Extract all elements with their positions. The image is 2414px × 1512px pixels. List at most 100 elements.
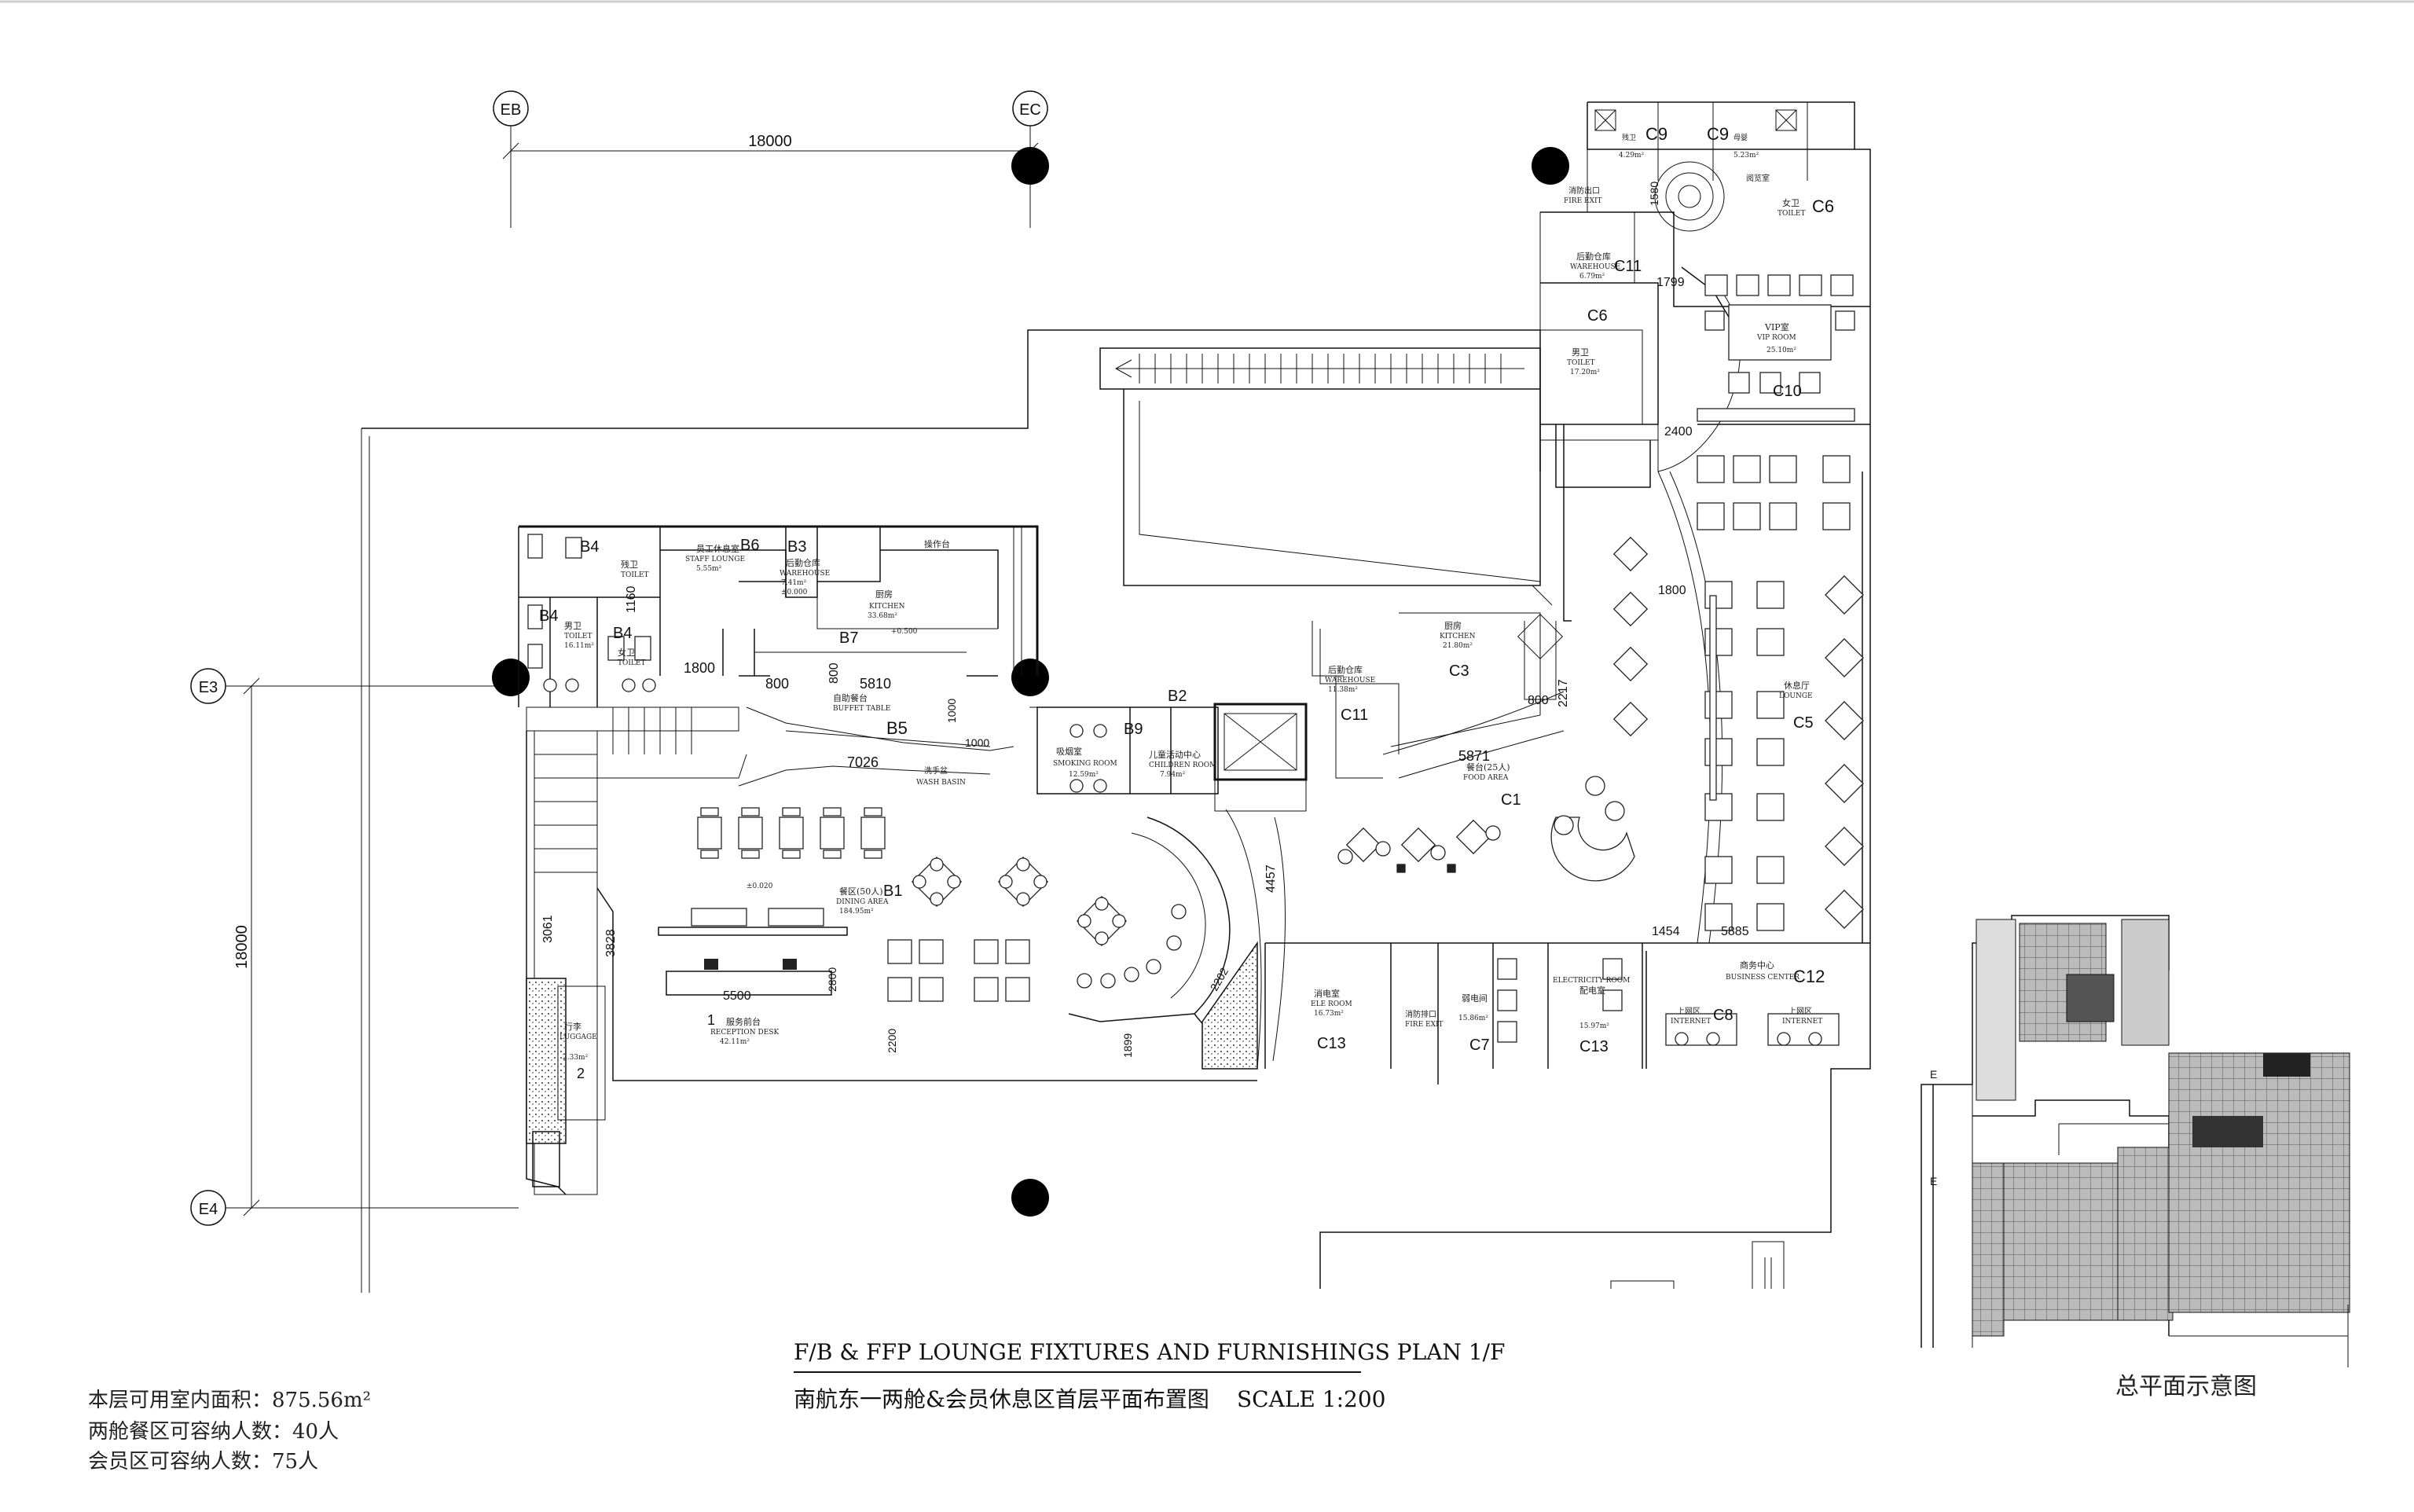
- room-tag-c9: C9: [1707, 124, 1729, 144]
- svg-text:2400: 2400: [1664, 425, 1693, 439]
- drawing-title-en: F/B & FFP LOUNGE FIXTURES AND FURNISHING…: [794, 1339, 1506, 1365]
- column-marker: [1532, 147, 1569, 185]
- svg-text:消电室: 消电室: [1314, 988, 1340, 999]
- svg-text:BUSINESS CENTER: BUSINESS CENTER: [1726, 974, 1799, 982]
- svg-text:42.11m²: 42.11m²: [720, 1038, 750, 1046]
- area-notes: 本层可用室内面积：875.56m² 两舱餐区可容纳人数：40人 会员区可容纳人数…: [88, 1389, 371, 1473]
- svg-text:母婴: 母婴: [1733, 134, 1748, 142]
- svg-text:残卫: 残卫: [1622, 133, 1636, 142]
- room-tag-b4: B4: [580, 538, 599, 556]
- room-tag-c11: C11: [1614, 258, 1642, 275]
- room-tag-c3: C3: [1449, 662, 1469, 680]
- svg-text:1799: 1799: [1656, 276, 1685, 289]
- svg-text:KITCHEN: KITCHEN: [869, 603, 905, 611]
- svg-text:6.79m²: 6.79m²: [1579, 273, 1605, 281]
- svg-text:餐台(25人): 餐台(25人): [1466, 762, 1510, 773]
- svg-text:TOILET: TOILET: [621, 571, 649, 579]
- svg-text:DINING AREA: DINING AREA: [836, 898, 889, 906]
- grid-label-e3: E3: [199, 679, 218, 696]
- svg-text:上网区: 上网区: [1788, 1007, 1812, 1016]
- svg-text:2217: 2217: [1557, 679, 1570, 707]
- svg-text:WAREHOUSE: WAREHOUSE: [1570, 263, 1620, 271]
- svg-text:7.41m²: 7.41m²: [781, 579, 807, 587]
- grid-label-ec: EC: [1019, 101, 1041, 119]
- room-tag-b1: B1: [883, 883, 902, 900]
- room-tag-b5: B5: [886, 718, 908, 738]
- svg-text:LOUNGE: LOUNGE: [1779, 692, 1813, 700]
- east-block-walls: [1264, 102, 1870, 1084]
- svg-text:后勤仓库: 后勤仓库: [1576, 251, 1611, 262]
- svg-text:5885: 5885: [1721, 925, 1749, 938]
- svg-text:餐区(50人): 餐区(50人): [839, 886, 883, 897]
- room-tag-b3: B3: [787, 538, 806, 556]
- grid-label-eb: EB: [501, 101, 522, 119]
- svg-text:WAREHOUSE: WAREHOUSE: [1325, 677, 1375, 684]
- svg-text:员工休息室: 员工休息室: [696, 543, 739, 554]
- svg-text:ELE ROOM: ELE ROOM: [1311, 1000, 1352, 1008]
- svg-text:11.38m²: 11.38m²: [1328, 686, 1358, 694]
- svg-text:洗手盆: 洗手盆: [924, 765, 948, 776]
- toilet-fixtures-b: [527, 534, 656, 692]
- key-plan-label: 总平面示意图: [2115, 1373, 2257, 1400]
- grid-span-left: 18000: [233, 925, 251, 969]
- dimension-labels: 1800 800 800 5810 7026 1000 1000 1160 22…: [541, 182, 1749, 1058]
- room-tag-b7: B7: [839, 629, 858, 647]
- svg-text:消防排口: 消防排口: [1405, 1009, 1436, 1019]
- column-marker: [492, 659, 530, 696]
- svg-text:4457: 4457: [1264, 864, 1278, 893]
- svg-text:TOILET: TOILET: [564, 633, 592, 640]
- room-tag-c7: C7: [1469, 1037, 1490, 1054]
- room-tag-c1: C1: [1501, 791, 1521, 809]
- svg-text:1160: 1160: [625, 585, 638, 613]
- room-tag-c13: C13: [1579, 1038, 1609, 1055]
- svg-text:7.94m²: 7.94m²: [1160, 771, 1186, 779]
- svg-text:残卫: 残卫: [621, 559, 638, 570]
- room-tag-luggage: 2: [577, 1066, 585, 1081]
- svg-text:FIRE EXIT: FIRE EXIT: [1564, 197, 1602, 205]
- svg-text:12.59m²: 12.59m²: [1069, 771, 1099, 779]
- svg-text:KITCHEN: KITCHEN: [1440, 633, 1476, 640]
- svg-text:1800: 1800: [684, 660, 715, 676]
- svg-text:吸烟室: 吸烟室: [1056, 746, 1082, 757]
- note-dining-capacity: 两舱餐区可容纳人数：40人: [88, 1420, 339, 1444]
- svg-text:休息厅: 休息厅: [1784, 680, 1810, 691]
- svg-text:5500: 5500: [723, 989, 751, 1003]
- svg-text:±0.020: ±0.020: [747, 883, 773, 890]
- east-labels: C9 残卫 4.29m² C9 母婴 5.23m² 消防出口 FIRE EXIT…: [1311, 124, 1834, 1055]
- svg-text:25.10m²: 25.10m²: [1766, 347, 1796, 354]
- svg-text:1899: 1899: [1121, 1033, 1134, 1058]
- building-outline: [361, 101, 1871, 1293]
- svg-text:INTERNET: INTERNET: [1671, 1018, 1711, 1026]
- svg-text:厨房: 厨房: [1444, 621, 1462, 631]
- svg-text:800: 800: [1528, 694, 1549, 707]
- svg-text:弱电间: 弱电间: [1462, 993, 1488, 1004]
- west-block-walls: [518, 525, 1257, 1195]
- svg-text:2200: 2200: [886, 1029, 898, 1053]
- room-tag-b4: B4: [539, 607, 558, 625]
- drawing-title-cn: 南航东一两舱&会员休息区首层平面布置图: [794, 1386, 1209, 1412]
- grid-axes: EB EC 18000 E3 E4 18000: [190, 90, 1569, 1226]
- svg-text:+0.500: +0.500: [891, 628, 918, 636]
- room-tag-c9: C9: [1645, 124, 1667, 144]
- svg-text:15.86m²: 15.86m²: [1458, 1015, 1488, 1022]
- svg-text:BUFFET TABLE: BUFFET TABLE: [833, 705, 890, 713]
- svg-text:女卫: 女卫: [618, 647, 635, 658]
- svg-text:5810: 5810: [860, 676, 891, 692]
- svg-text:RECEPTION DESK: RECEPTION DESK: [710, 1029, 779, 1037]
- svg-text:后勤仓库: 后勤仓库: [786, 557, 820, 568]
- svg-text:TOILET: TOILET: [1777, 210, 1806, 218]
- svg-text:1000: 1000: [945, 699, 958, 723]
- svg-text:184.95m²: 184.95m²: [839, 908, 874, 916]
- room-tag-c8: C8: [1713, 1007, 1733, 1024]
- svg-text:行李: 行李: [564, 1021, 581, 1032]
- svg-text:800: 800: [765, 676, 789, 692]
- svg-text:±0.000: ±0.000: [781, 589, 808, 596]
- svg-text:7026: 7026: [847, 754, 879, 770]
- note-member-capacity: 会员区可容纳人数：75人: [88, 1450, 318, 1473]
- room-tag-c6: C6: [1587, 307, 1608, 325]
- svg-text:ELECTRICITY ROOM: ELECTRICITY ROOM: [1553, 977, 1630, 985]
- svg-text:男卫: 男卫: [1572, 347, 1589, 358]
- svg-text:INTERNET: INTERNET: [1782, 1018, 1822, 1026]
- svg-text:阅览室: 阅览室: [1746, 173, 1770, 183]
